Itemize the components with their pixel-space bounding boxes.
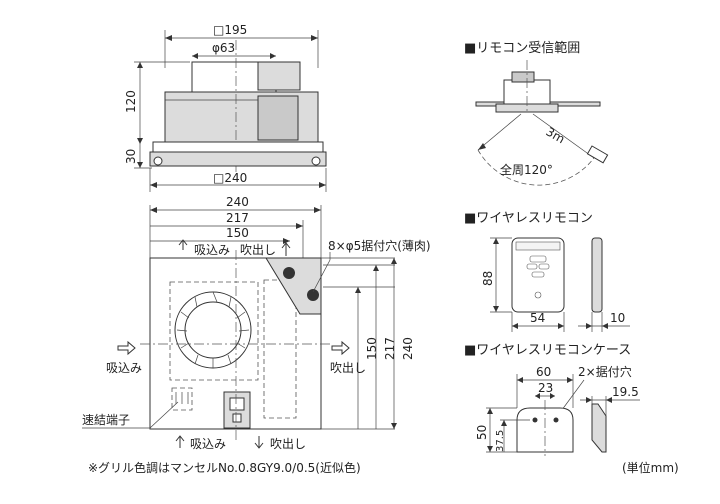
range-arc xyxy=(477,149,595,186)
dim-front-240: 240 xyxy=(226,195,249,209)
dim-v217: 217 xyxy=(383,337,397,360)
dim-width-240: □240 xyxy=(213,171,247,185)
remote-range-section: ■リモコン受信範囲 3m 全周120° xyxy=(464,41,609,186)
wireless-remote-section: ■ワイヤレスリモコン 88 54 10 xyxy=(464,211,630,332)
terminal-block xyxy=(171,387,193,411)
exhaust-right: 吹出し xyxy=(330,361,366,375)
dim-v150: 150 xyxy=(365,337,379,360)
dim-width-195: □195 xyxy=(213,23,247,37)
intake-arrow-left xyxy=(117,340,136,356)
case-hole-height: 37.5 xyxy=(495,430,506,452)
intake-left: 吸込み xyxy=(106,361,142,375)
range-remote xyxy=(586,145,609,164)
remote-depth: 10 xyxy=(610,311,625,325)
exhaust-arrow-bottom xyxy=(254,436,264,449)
case-side xyxy=(591,403,607,453)
range-distance: 3m xyxy=(544,124,568,146)
case-height: 50 xyxy=(475,425,489,440)
intake-top: 吸込み xyxy=(194,243,230,257)
case-depth: 19.5 xyxy=(612,385,639,399)
dim-height-120: 120 xyxy=(124,90,138,113)
terminal-label: 速結端子 xyxy=(82,413,130,427)
fan-blades xyxy=(176,291,250,368)
unit-note: (単位mm) xyxy=(622,460,679,475)
dim-front-217: 217 xyxy=(226,211,249,225)
dim-v240: 240 xyxy=(401,337,415,360)
exhaust-corner xyxy=(265,257,322,315)
case-hole-pitch: 23 xyxy=(538,381,553,395)
case-hole-callout: 2×据付穴 xyxy=(578,364,632,379)
remote-range-title: ■リモコン受信範囲 xyxy=(464,41,580,56)
exhaust-top: 吹出し xyxy=(240,243,276,257)
dim-duct-63: φ63 xyxy=(212,41,235,55)
exhaust-bottom: 吹出し xyxy=(270,437,306,451)
case-width: 60 xyxy=(536,365,551,379)
exhaust-arrow-top xyxy=(281,242,291,256)
wireless-remote-title: ■ワイヤレスリモコン xyxy=(464,211,593,226)
case-front xyxy=(516,407,574,453)
exhaust-arrow-right xyxy=(331,340,350,356)
hole-callout: 8×φ5据付穴(薄肉) xyxy=(328,238,431,253)
dim-flange-30: 30 xyxy=(124,149,138,164)
remote-case-section: ■ワイヤレスリモコンケース 60 23 2×据付穴 50 37.5 xyxy=(464,343,640,456)
remote-case-title: ■ワイヤレスリモコンケース xyxy=(464,343,631,358)
dim-front-150: 150 xyxy=(226,226,249,240)
intake-arrow-top xyxy=(178,239,188,250)
motor-housing xyxy=(257,61,301,91)
intake-arrow-bottom xyxy=(175,435,185,448)
front-view: 240 217 150 xyxy=(82,195,431,451)
remote-side xyxy=(591,237,603,313)
footnote: ※グリル色調はマンセルNo.0.8GY9.0/0.5(近似色) xyxy=(88,461,361,475)
grille-flange xyxy=(152,141,324,153)
side-view: □195 φ63 120 30 xyxy=(124,23,327,192)
range-angle: 全周120° xyxy=(500,162,553,177)
intake-bottom: 吸込み xyxy=(190,437,226,451)
remote-height: 88 xyxy=(481,271,495,286)
remote-width: 54 xyxy=(530,311,545,325)
grille xyxy=(149,151,327,167)
